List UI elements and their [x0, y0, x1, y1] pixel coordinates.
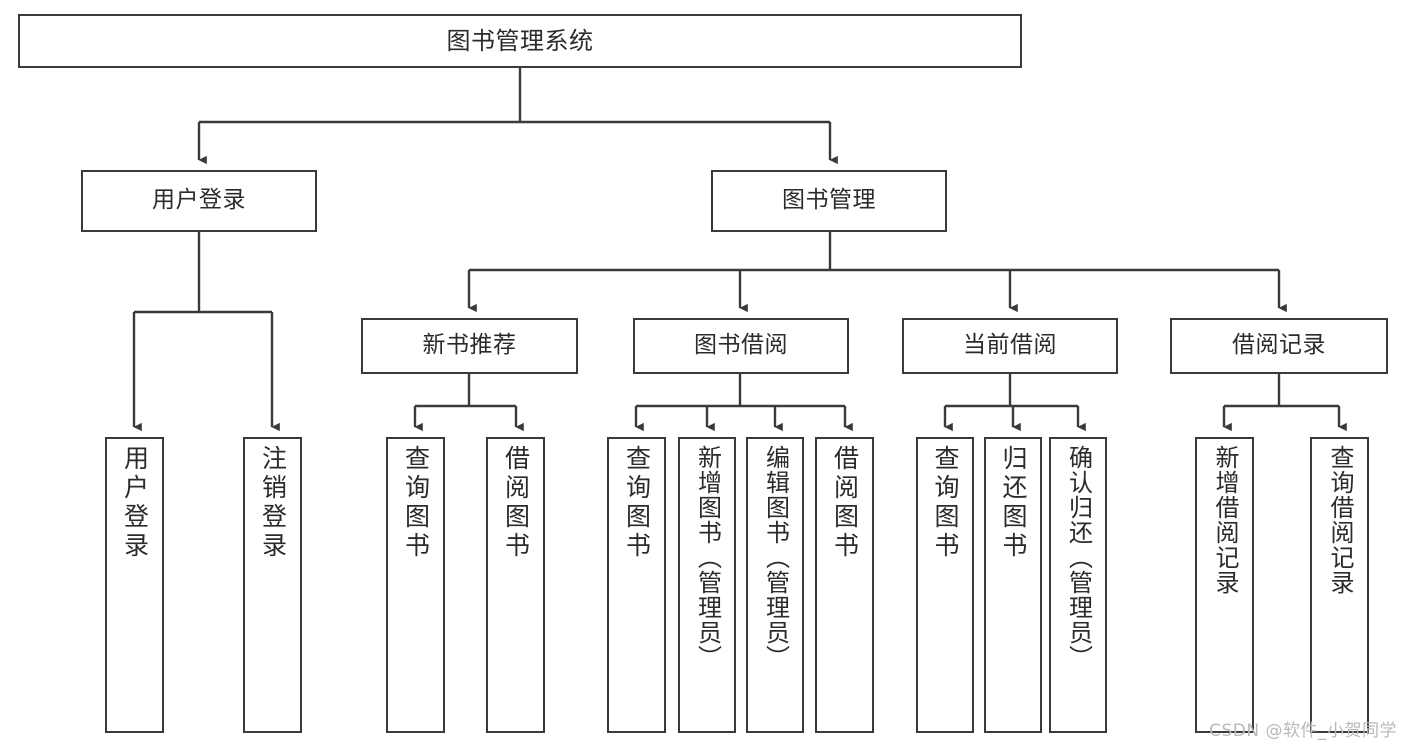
node-leaf-query-record-label: 查询借阅记录: [1325, 445, 1354, 595]
node-current-borrow-label: 当前借阅: [963, 332, 1057, 359]
node-leaf-borrow-book-1[interactable]: 借阅图书: [486, 437, 545, 733]
node-book-borrow-label: 图书借阅: [694, 332, 788, 359]
node-book-manage-label: 图书管理: [782, 187, 876, 214]
node-leaf-borrow-book-1-label: 借阅图书: [501, 445, 531, 561]
node-leaf-add-book[interactable]: 新增图书（管理员）: [678, 437, 736, 733]
csdn-watermark: CSDN @软件_小贺同学: [1209, 721, 1397, 741]
node-leaf-query-book-3[interactable]: 查询图书: [916, 437, 974, 733]
node-borrow-record-label: 借阅记录: [1232, 332, 1326, 359]
node-root-label: 图书管理系统: [446, 26, 594, 55]
node-root[interactable]: 图书管理系统: [18, 14, 1022, 68]
node-leaf-return-book-label: 归还图书: [999, 445, 1028, 561]
node-leaf-query-book-2[interactable]: 查询图书: [607, 437, 666, 733]
node-leaf-add-record-label: 新增借阅记录: [1210, 445, 1239, 595]
node-leaf-query-book-1-label: 查询图书: [401, 445, 431, 561]
node-current-borrow[interactable]: 当前借阅: [902, 318, 1118, 374]
node-leaf-edit-book-label: 编辑图书（管理员）: [761, 445, 790, 670]
node-borrow-record[interactable]: 借阅记录: [1170, 318, 1388, 374]
node-new-book-rec[interactable]: 新书推荐: [361, 318, 578, 374]
node-user-login[interactable]: 用户登录: [81, 170, 317, 232]
node-leaf-confirm-return-label: 确认归还（管理员）: [1064, 445, 1093, 670]
node-leaf-logout-label: 注销登录: [258, 445, 288, 561]
node-leaf-query-book-2-label: 查询图书: [622, 445, 652, 561]
node-leaf-logout[interactable]: 注销登录: [243, 437, 302, 733]
node-book-borrow[interactable]: 图书借阅: [633, 318, 849, 374]
node-leaf-user-login[interactable]: 用户登录: [105, 437, 164, 733]
node-leaf-borrow-book-2-label: 借阅图书: [830, 445, 860, 561]
node-leaf-query-record[interactable]: 查询借阅记录: [1310, 437, 1369, 733]
node-leaf-add-book-label: 新增图书（管理员）: [693, 445, 722, 670]
node-new-book-rec-label: 新书推荐: [422, 332, 517, 359]
node-leaf-add-record[interactable]: 新增借阅记录: [1195, 437, 1254, 733]
node-leaf-return-book[interactable]: 归还图书: [984, 437, 1042, 733]
node-leaf-borrow-book-2[interactable]: 借阅图书: [815, 437, 874, 733]
node-user-login-label: 用户登录: [152, 187, 246, 214]
node-book-manage[interactable]: 图书管理: [711, 170, 947, 232]
node-leaf-query-book-1[interactable]: 查询图书: [386, 437, 445, 733]
node-leaf-edit-book[interactable]: 编辑图书（管理员）: [746, 437, 804, 733]
node-leaf-query-book-3-label: 查询图书: [931, 445, 960, 561]
node-leaf-user-login-label: 用户登录: [120, 445, 150, 561]
node-leaf-confirm-return[interactable]: 确认归还（管理员）: [1049, 437, 1107, 733]
